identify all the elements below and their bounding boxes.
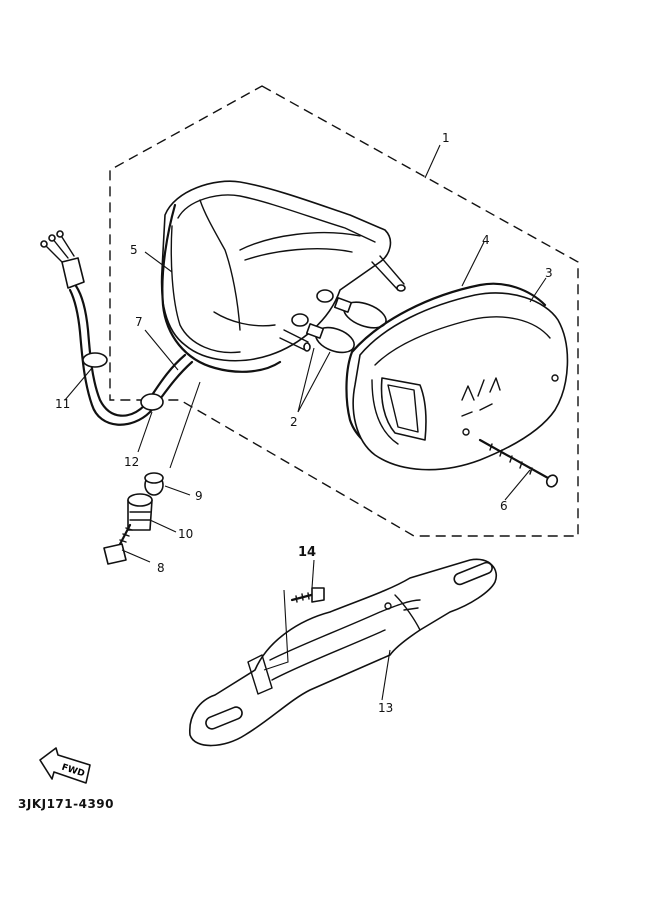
damper-part [127, 493, 153, 531]
callout-1: 1 [442, 131, 450, 145]
callout-2: 2 [290, 415, 298, 429]
callout-10: 10 [178, 527, 193, 541]
callout-7: 7 [135, 315, 143, 329]
bolt-part [103, 523, 133, 565]
lens-part [352, 292, 569, 471]
callout-12: 12 [124, 455, 139, 469]
callout-14: 14 [298, 545, 316, 560]
wire-harness [40, 230, 194, 426]
callout-5: 5 [130, 243, 138, 257]
callout-11: 11 [55, 397, 70, 411]
callout-13: 13 [378, 701, 393, 715]
bulb-parts [305, 297, 387, 354]
taillight-base-part [160, 180, 406, 362]
callout-6: 6 [500, 499, 508, 513]
fwd-arrow-icon: FWD [39, 747, 91, 784]
assembly-boundary [109, 85, 579, 537]
collar-part [144, 472, 164, 496]
callout-8: 8 [157, 561, 165, 575]
callout-9: 9 [195, 489, 203, 503]
bracket-screw [290, 587, 325, 603]
base-gasket [161, 203, 282, 373]
callout-4: 4 [482, 233, 490, 247]
lens-screw [478, 438, 559, 488]
diagram-code: 3JKJ171-4390 [18, 797, 115, 811]
callout-3: 3 [545, 266, 553, 280]
leader-lines [64, 144, 547, 701]
license-bracket-part [189, 558, 497, 747]
